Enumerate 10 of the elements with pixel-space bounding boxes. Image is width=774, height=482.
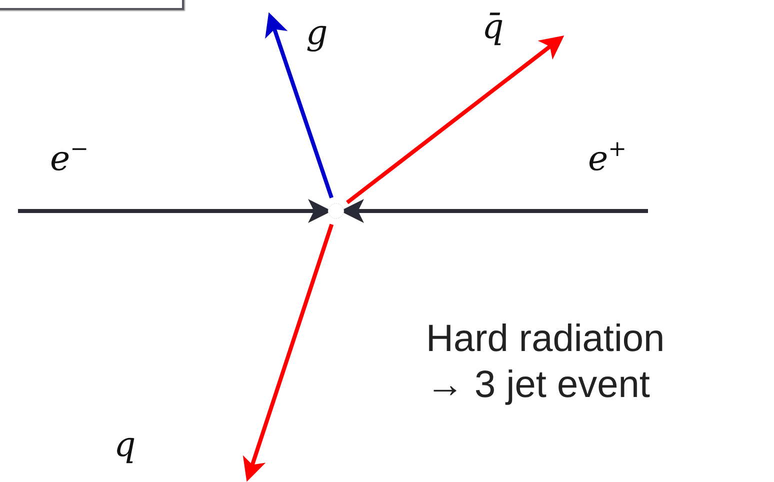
edge-label: e$^{+}$ (588, 142, 627, 176)
arrow (242, 224, 334, 482)
arrow (265, 12, 334, 198)
annotation-text: Hard radiation → 3 jet event (426, 317, 666, 408)
arrow (346, 36, 564, 204)
interaction-point (328, 203, 344, 219)
edge-label: q̄ (482, 10, 504, 44)
edge-label: e$^{−}$ (50, 142, 89, 176)
edge-label: q (114, 428, 136, 462)
edge-label: g (306, 16, 328, 50)
